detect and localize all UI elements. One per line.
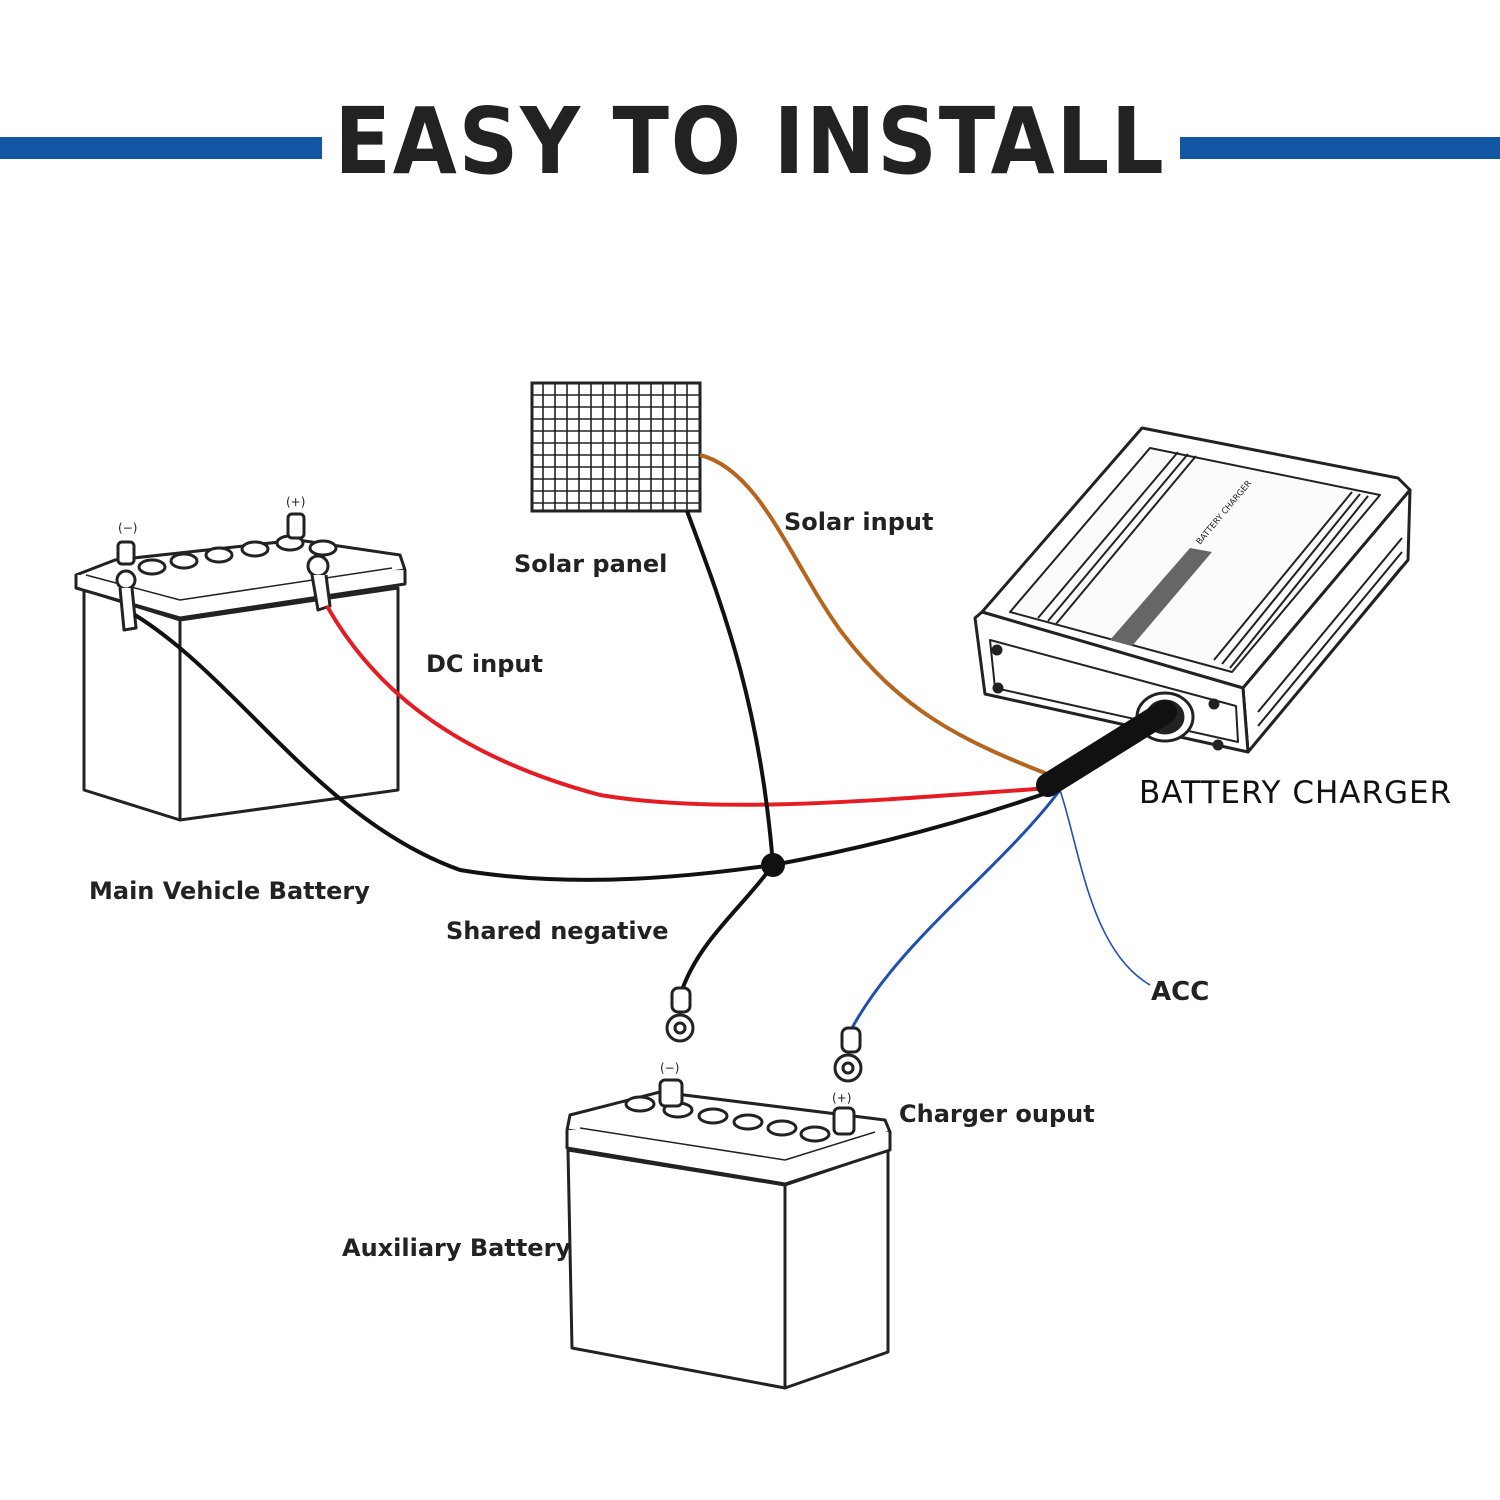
acc-label: ACC: [1151, 977, 1209, 1007]
shared-negative-node: [761, 853, 785, 877]
charger-output-label: Charger ouput: [899, 1100, 1095, 1128]
shared-negative-label: Shared negative: [446, 917, 669, 945]
main-negative-wire: [133, 613, 774, 882]
solar-negative-wire: [685, 510, 775, 866]
page-title: EASY TO INSTALL: [334, 88, 1166, 195]
solar-input-wire: [699, 453, 1051, 777]
dc-input-label: DC input: [426, 650, 543, 678]
negative-to-charger-wire: [772, 788, 1056, 867]
dc-input-wire: [325, 605, 1051, 807]
main-vehicle-battery-label: Main Vehicle Battery: [89, 877, 370, 905]
charger-output-wire: [850, 789, 1062, 1029]
aux-negative-terminal-label: (−): [660, 1061, 679, 1075]
left-accent-rule: [0, 137, 322, 159]
solar-input-label: Solar input: [784, 508, 933, 536]
main-positive-terminal-label: (+): [286, 495, 305, 509]
auxiliary-battery-label: Auxiliary Battery: [342, 1234, 571, 1262]
right-accent-rule: [1180, 137, 1500, 159]
aux-positive-ring-terminal-icon: [833, 1026, 863, 1083]
aux-negative-ring-terminal-icon: [665, 986, 695, 1043]
acc-wire: [1059, 789, 1151, 986]
main-negative-terminal-label: (−): [118, 521, 137, 535]
solar-panel-label: Solar panel: [514, 550, 667, 578]
battery-charger-device-icon: [973, 426, 1412, 754]
solar-panel-icon: [530, 381, 702, 513]
battery-charger-label: BATTERY CHARGER: [1139, 775, 1452, 811]
auxiliary-battery-icon: [565, 1078, 892, 1390]
aux-negative-wire: [680, 863, 775, 991]
aux-positive-terminal-label: (+): [832, 1091, 851, 1105]
main-vehicle-battery-icon: [74, 512, 407, 822]
charger-cable-sleeve: [1036, 700, 1177, 797]
